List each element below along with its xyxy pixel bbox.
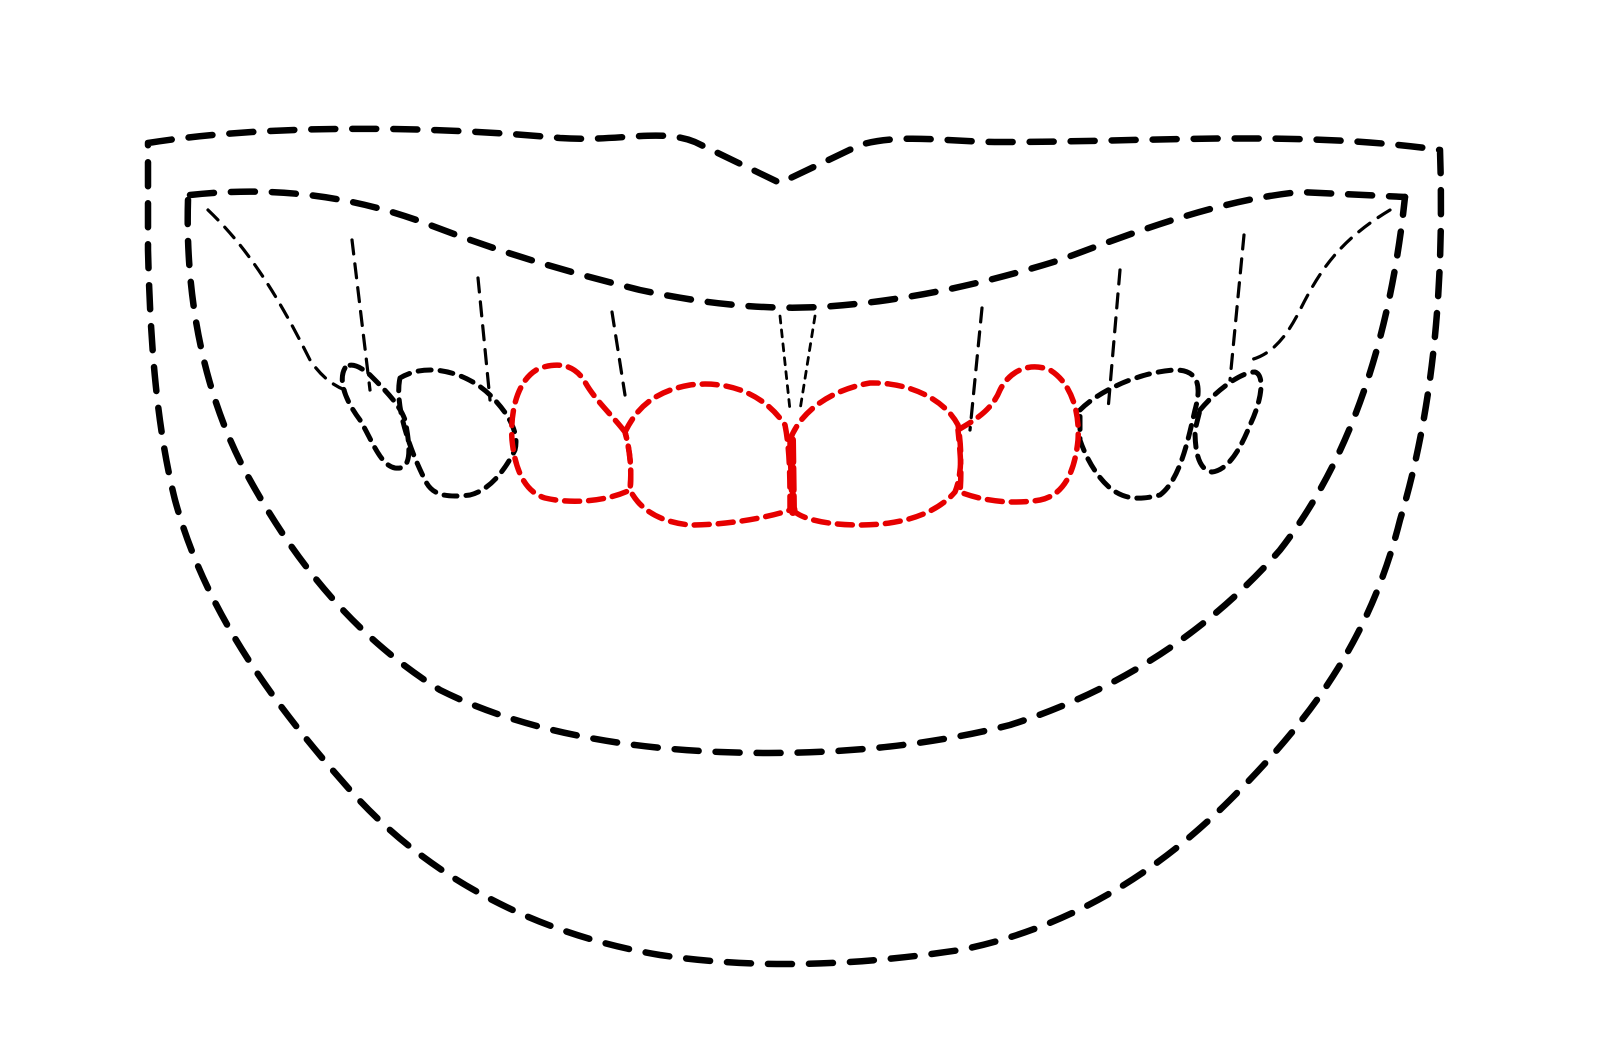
tooth-canine-right <box>1077 367 1201 501</box>
root-line-lateral-left <box>610 310 627 397</box>
upper-lip-inner-line <box>186 188 1409 311</box>
outer-lip-contour <box>144 125 1445 968</box>
root-line-lateral-right <box>968 306 984 432</box>
tooth-first-premolar-right <box>1192 369 1264 475</box>
root-line-central-left <box>778 314 792 412</box>
lower-lip-inner-line <box>184 193 1409 757</box>
root-line-premolar-right <box>1228 233 1246 382</box>
root-line-canine-right <box>1106 268 1122 412</box>
tooth-first-premolar-left <box>339 362 412 471</box>
root-line-central-right <box>798 314 817 412</box>
buccal-corridor-right <box>1248 208 1392 362</box>
dental-midline <box>788 436 797 516</box>
tooth-canine-left <box>396 367 519 499</box>
tooth-lateral-incisor-left[interactable] <box>508 362 634 504</box>
tooth-central-incisor-right[interactable] <box>787 380 964 528</box>
tooth-central-incisor-left[interactable] <box>622 381 793 528</box>
root-line-premolar-left <box>350 238 372 392</box>
tooth-lateral-incisor-right[interactable] <box>955 364 1081 505</box>
buccal-corridor-left <box>206 208 347 392</box>
root-line-canine-left <box>476 276 492 402</box>
